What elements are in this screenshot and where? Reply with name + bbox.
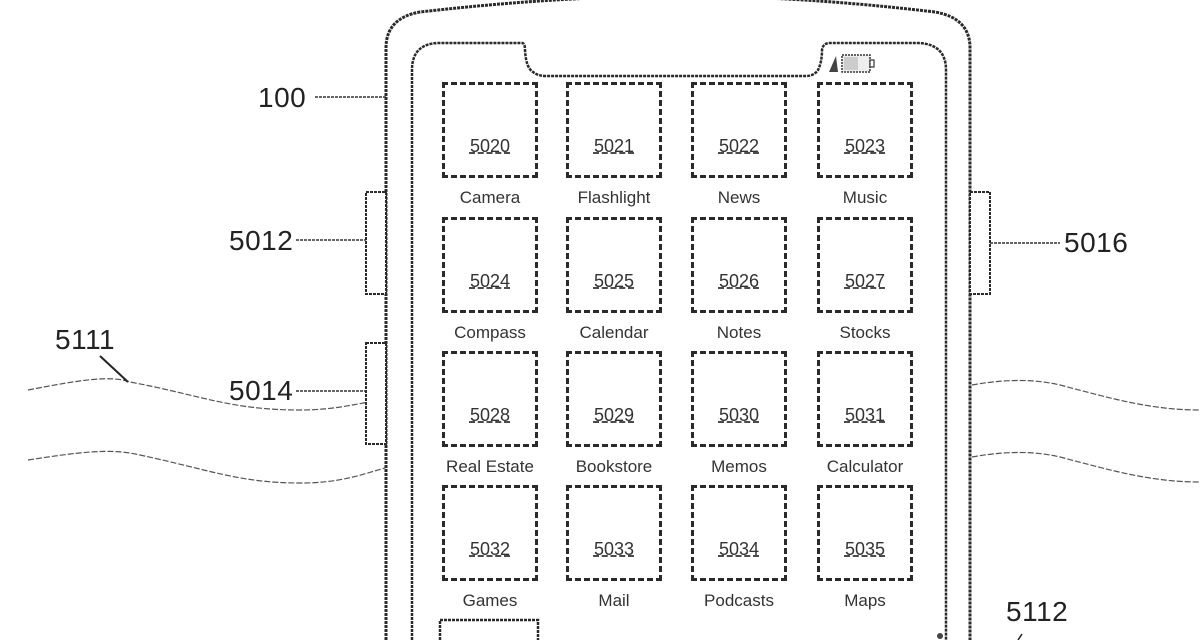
app-icon[interactable]: 5032 [442, 485, 538, 581]
signal-icon [829, 56, 838, 72]
app-label: Podcasts [704, 591, 774, 610]
screen-corner-mark [937, 633, 943, 639]
left-wave-leader [99, 355, 129, 383]
app-icon[interactable]: 5027 [817, 217, 913, 313]
app-label: Calendar [579, 323, 649, 342]
app-icon[interactable]: 5030 [691, 351, 787, 447]
app-ref-number: 5022 [718, 136, 760, 156]
ref-device: 100 [258, 82, 307, 113]
app-label: Real Estate [446, 457, 534, 476]
app-label: Compass [454, 323, 526, 342]
app-ref-number: 5027 [844, 271, 886, 291]
app-ref-number: 5034 [718, 539, 760, 559]
app-label: Stocks [839, 323, 891, 342]
right-button [969, 191, 991, 295]
app-ref-number: 5029 [593, 405, 635, 425]
app-icon[interactable]: 5025 [566, 217, 662, 313]
app-ref-number: 5032 [469, 539, 511, 559]
app-label: Music [842, 188, 888, 207]
app-label: Notes [716, 323, 762, 342]
app-label: Memos [711, 457, 767, 476]
app-icon[interactable]: 5022 [691, 82, 787, 178]
app-ref-number: 5026 [718, 271, 760, 291]
app-ref-number: 5028 [469, 405, 511, 425]
ref-left-wave: 5111 [55, 324, 116, 355]
app-ref-number: 5033 [593, 539, 635, 559]
app-icon[interactable]: 5033 [566, 485, 662, 581]
app-label: Mail [598, 591, 630, 610]
app-label: Bookstore [575, 457, 653, 476]
app-ref-number: 5024 [469, 271, 511, 291]
left-wave-upper [27, 378, 386, 411]
app-ref-number: 5031 [844, 405, 886, 425]
battery-icon [841, 54, 875, 73]
app-ref-number: 5020 [469, 136, 511, 156]
app-icon[interactable]: 5023 [817, 82, 913, 178]
left-wave-lower [27, 450, 386, 484]
ref-right-wave: 5112 [1006, 596, 1069, 627]
app-ref-number: 5035 [844, 539, 886, 559]
app-ref-number: 5021 [593, 136, 635, 156]
right-wave-upper [971, 379, 1200, 411]
app-icon[interactable]: 5020 [442, 82, 538, 178]
app-icon[interactable]: 5024 [442, 217, 538, 313]
app-icon[interactable]: 5031 [817, 351, 913, 447]
app-label: Flashlight [577, 188, 651, 207]
left-lower-button [365, 342, 387, 445]
app-icon[interactable]: 5035 [817, 485, 913, 581]
ref-left-upper-button: 5012 [229, 225, 294, 256]
app-icon[interactable]: 5028 [442, 351, 538, 447]
ref-left-lower-button: 5014 [229, 375, 294, 406]
app-icon[interactable]: 5029 [566, 351, 662, 447]
app-icon[interactable]: 5026 [691, 217, 787, 313]
right-wave-lower [971, 451, 1200, 483]
app-label: Camera [459, 188, 521, 207]
app-ref-number: 5023 [844, 136, 886, 156]
app-ref-number: 5025 [593, 271, 635, 291]
left-upper-button [365, 191, 387, 295]
partial-app-icon [438, 618, 540, 640]
app-label: Maps [844, 591, 886, 610]
app-label: Calculator [826, 457, 904, 476]
device-screen [410, 41, 948, 640]
ref-right-button: 5016 [1064, 227, 1129, 258]
right-wave-leader [1017, 633, 1023, 640]
app-icon[interactable]: 5021 [566, 82, 662, 178]
app-label: Games [462, 591, 518, 610]
app-icon[interactable]: 5034 [691, 485, 787, 581]
app-ref-number: 5030 [718, 405, 760, 425]
app-label: News [717, 188, 761, 207]
